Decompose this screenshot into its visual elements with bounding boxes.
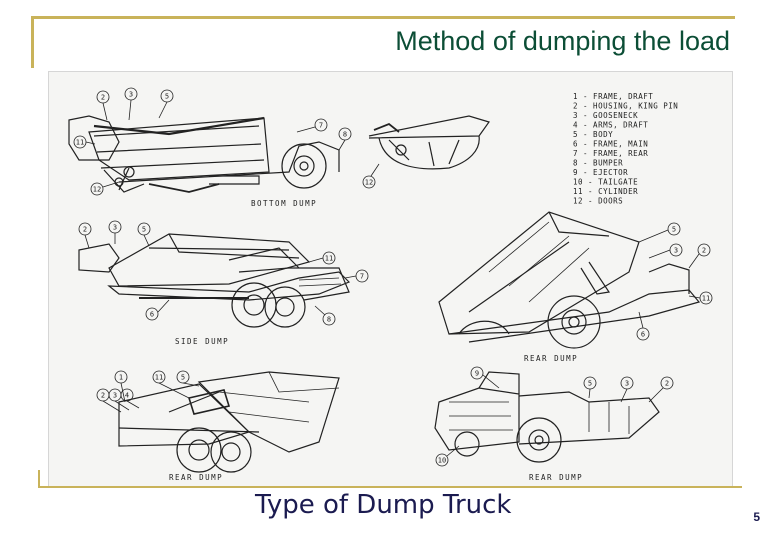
rear-dump-bottom-right-callout-numbers: 9 5 3 2 10 [438,370,669,465]
svg-text:3: 3 [113,224,117,232]
svg-text:8: 8 [327,316,331,324]
svg-text:2: 2 [665,380,669,388]
side-dump-callout-numbers: 2 3 5 11 7 6 8 [83,224,364,324]
page-number: 5 [753,510,760,524]
svg-text:2: 2 [101,392,105,400]
rear-dump-right-callouts [636,222,713,341]
rear-dump-bottom-right-callouts [435,366,674,467]
legend-item: 11 - CYLINDER [573,187,638,196]
bottom-left-accent-rule [38,470,40,488]
parts-legend: 1 - FRAME, DRAFT 2 - HOUSING, KING PIN 3… [573,92,678,206]
svg-text:6: 6 [641,331,645,339]
legend-item: 7 - FRAME, REAR [573,149,648,158]
rear-dump-bottom-left-callout-numbers: 1 11 5 2 3 4 [101,374,185,400]
svg-text:3: 3 [129,91,133,99]
svg-text:6: 6 [150,311,154,319]
svg-text:11: 11 [325,255,333,263]
svg-text:12: 12 [365,179,373,187]
svg-text:7: 7 [319,122,323,130]
bottom-dump-callout-numbers: 2 3 5 11 7 8 12 12 [76,91,373,194]
legend-item: 8 - BUMPER [573,159,623,168]
bottom-accent-rule [38,486,742,488]
rear-dump-bottom-left-label: REAR DUMP [169,473,223,482]
dump-truck-illustration: 2 3 5 11 7 8 12 12 BOTTOM DUMP 1 - FRAME… [48,71,733,487]
legend-item: 3 - GOOSENECK [573,111,638,120]
legend-item: 1 - FRAME, DRAFT [573,92,653,101]
legend-item: 12 - DOORS [573,197,623,206]
rear-dump-bottom-right-drawing [434,371,660,463]
top-accent-rule [33,16,735,19]
svg-text:7: 7 [360,273,364,281]
svg-text:10: 10 [438,457,446,465]
slide-title: Method of dumping the load [395,26,730,56]
legend-item: 5 - BODY [573,130,613,139]
svg-text:3: 3 [113,392,117,400]
svg-text:2: 2 [83,226,87,234]
bottom-dump-detail-drawing [368,115,490,170]
svg-text:8: 8 [343,131,347,139]
svg-text:5: 5 [588,380,592,388]
rear-dump-bottom-left-callouts [96,370,200,413]
legend-item: 6 - FRAME, MAIN [573,140,648,149]
svg-text:5: 5 [181,374,185,382]
rear-dump-bottom-right-label: REAR DUMP [529,473,583,482]
svg-text:11: 11 [155,374,163,382]
legend-item: 9 - EJECTOR [573,168,628,177]
svg-text:5: 5 [165,93,169,101]
bottom-dump-drawing [68,115,340,193]
legend-item: 2 - HOUSING, KING PIN [573,102,678,111]
svg-text:1: 1 [119,374,123,382]
figure-caption: Type of Dump Truck [255,490,512,520]
svg-text:2: 2 [101,94,105,102]
bottom-dump-callouts [73,87,380,196]
svg-text:11: 11 [702,295,710,303]
svg-text:3: 3 [625,380,629,388]
left-accent-rule [31,16,34,68]
rear-dump-right-drawing [438,211,701,349]
svg-text:9: 9 [475,370,479,378]
side-dump-label: SIDE DUMP [175,337,229,346]
bottom-dump-label: BOTTOM DUMP [251,199,317,208]
rear-dump-right-callout-numbers: 5 3 2 11 6 [641,226,710,339]
svg-text:5: 5 [672,226,676,234]
svg-text:3: 3 [674,247,678,255]
svg-text:5: 5 [142,226,146,234]
legend-item: 10 - TAILGATE [573,178,638,187]
svg-text:12: 12 [93,186,101,194]
rear-dump-bottom-left-drawing [118,371,340,473]
svg-text:2: 2 [702,247,706,255]
svg-text:11: 11 [76,139,84,147]
svg-text:4: 4 [125,392,129,400]
side-dump-callouts [78,220,369,326]
side-dump-drawing [78,233,351,328]
legend-item: 4 - ARMS, DRAFT [573,121,648,130]
rear-dump-right-label: REAR DUMP [524,354,578,363]
